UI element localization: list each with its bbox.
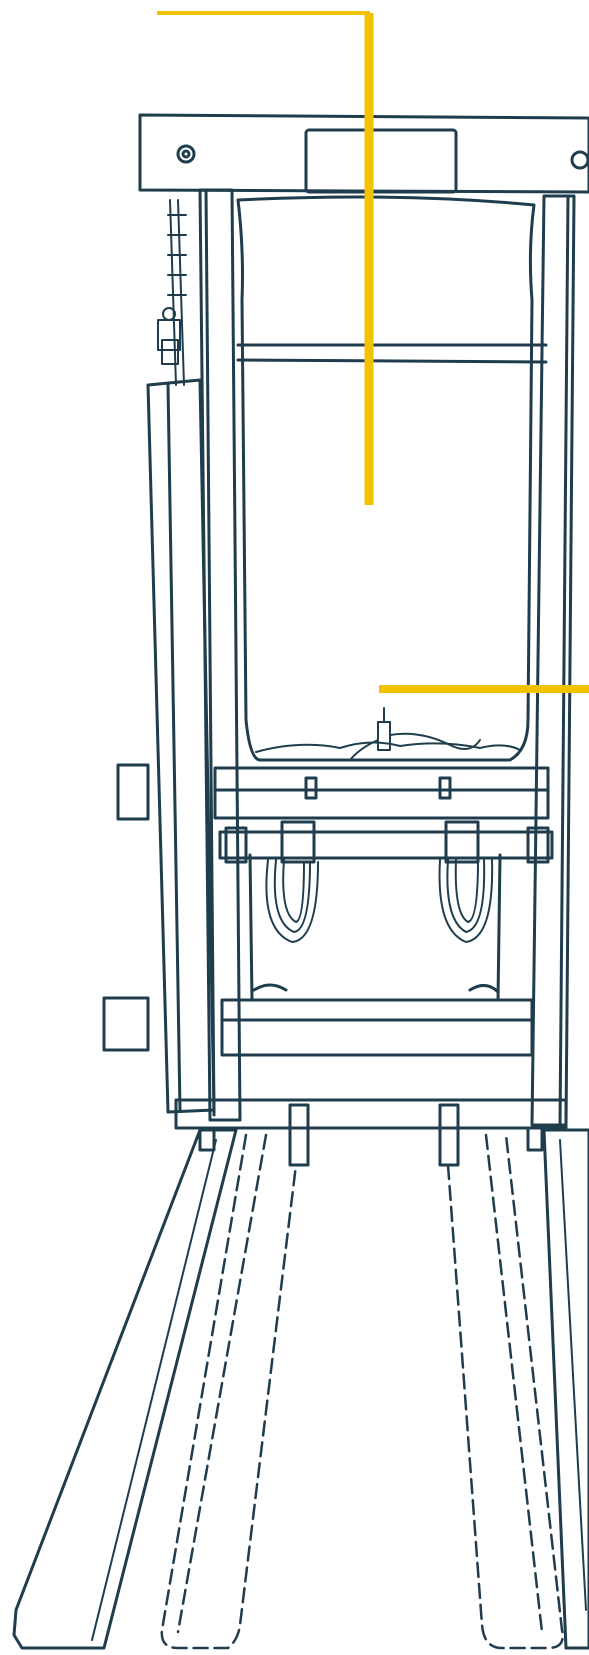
mast-right-upright bbox=[530, 194, 576, 1127]
top-crossbar bbox=[138, 113, 589, 194]
mast-left-upright bbox=[198, 188, 242, 1122]
callout-lines bbox=[157, 11, 589, 693]
fork-right-solid bbox=[542, 1128, 589, 1650]
lower-carriage-beam bbox=[220, 853, 534, 1057]
load-backrest bbox=[236, 195, 548, 762]
left-side-panel bbox=[102, 378, 216, 1114]
hydraulic-valve bbox=[349, 707, 481, 761]
fork-left-solid bbox=[12, 1128, 238, 1650]
fork-positions-dashed bbox=[160, 1133, 564, 1650]
hydraulic-hoses bbox=[265, 859, 494, 943]
upper-carriage-beam bbox=[213, 766, 550, 820]
fork-shaft-rail bbox=[218, 820, 554, 864]
lift-chain bbox=[157, 199, 187, 386]
